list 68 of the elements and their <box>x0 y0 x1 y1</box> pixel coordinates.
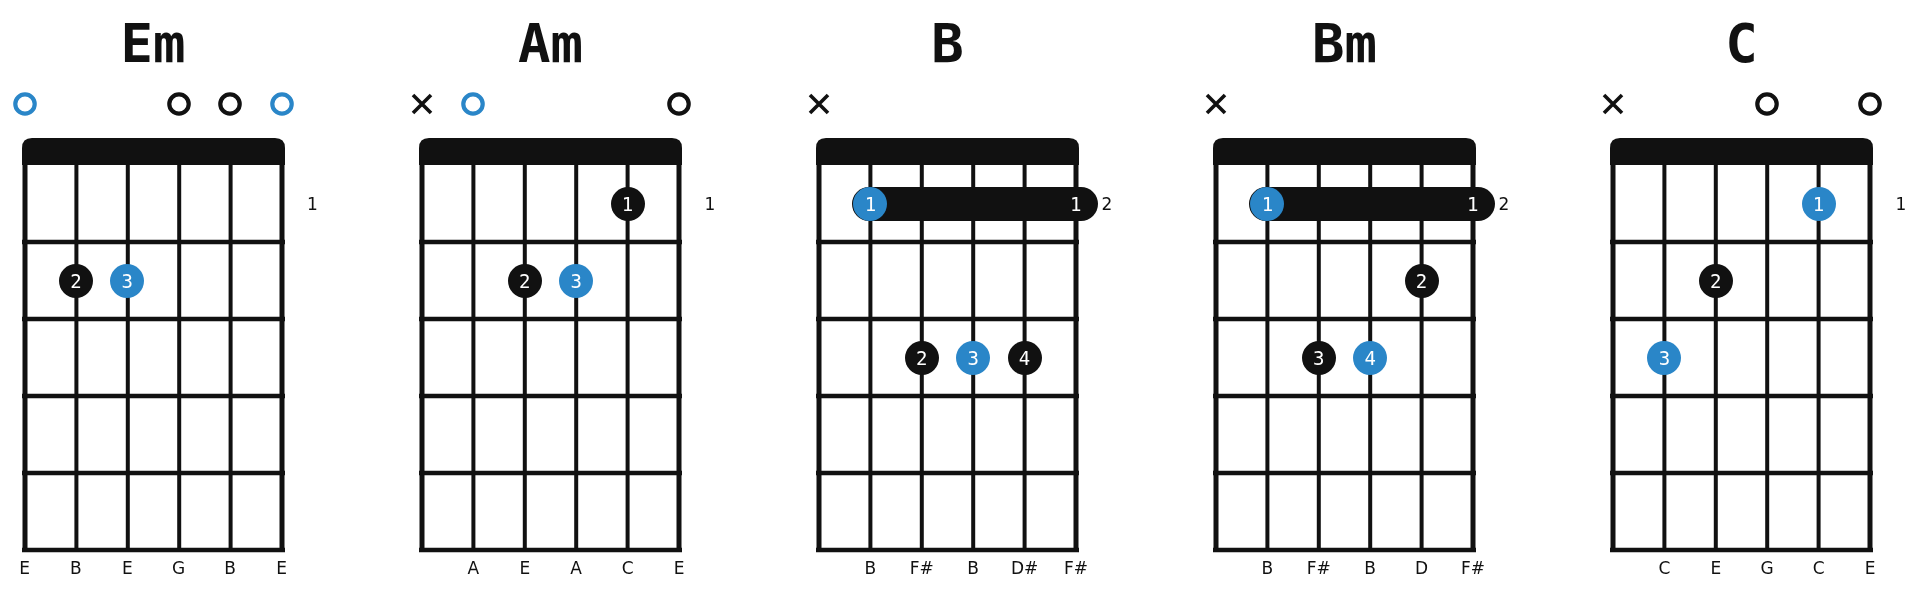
finger-dot: 1 <box>610 186 645 221</box>
string-note: F# <box>909 558 934 578</box>
finger-number: 1 <box>1070 191 1082 217</box>
chord-name: Am <box>518 11 583 75</box>
open-string-icon <box>1755 92 1780 116</box>
string-note: B <box>224 558 236 578</box>
string-note: F# <box>1306 558 1331 578</box>
open-string-icon <box>218 92 243 116</box>
string-note: C <box>1812 558 1825 578</box>
string-note: E <box>519 558 531 578</box>
string-note: E <box>19 558 30 578</box>
finger-dot: 3 <box>956 340 991 375</box>
finger-number: 1 <box>1467 191 1479 217</box>
muted-string-icon <box>807 92 831 116</box>
chord-name: C <box>1725 11 1758 75</box>
string-note: D# <box>1010 558 1039 578</box>
string-note: A <box>570 558 582 578</box>
open-string-icon <box>166 92 191 116</box>
fret-number: 1 <box>704 193 716 214</box>
open-string-icon <box>12 92 37 116</box>
string-note: B <box>1261 558 1274 578</box>
string-note: C <box>621 558 634 578</box>
string-note: E <box>1710 558 1722 578</box>
finger-dot: 1 <box>853 186 888 221</box>
string-note: B <box>967 558 979 578</box>
finger-dot: 3 <box>110 263 145 298</box>
string-note: E <box>276 558 287 578</box>
string-note: C <box>1658 558 1671 578</box>
string-note: B <box>1364 558 1376 578</box>
finger-dot: 4 <box>1007 340 1042 375</box>
finger-dot: 1 <box>1250 186 1285 221</box>
string-note: E <box>1864 558 1876 578</box>
finger-dot: 3 <box>559 263 594 298</box>
chord-name: B <box>931 11 964 75</box>
finger-dot: 3 <box>1301 340 1336 375</box>
open-string-icon <box>269 92 294 116</box>
string-note: E <box>673 558 685 578</box>
finger-dot: 2 <box>58 263 93 298</box>
string-note: G <box>1760 558 1774 578</box>
string-note: A <box>467 558 480 578</box>
string-note: G <box>172 558 186 578</box>
fret-number: 2 <box>1101 193 1113 214</box>
string-note: E <box>121 558 133 578</box>
open-string-icon <box>1858 92 1882 116</box>
open-string-icon <box>461 92 486 116</box>
muted-string-icon <box>1204 92 1228 116</box>
open-string-icon <box>667 92 691 116</box>
fret-number: 2 <box>1498 193 1510 214</box>
finger-dot: 2 <box>1404 263 1439 298</box>
string-note: B <box>864 558 877 578</box>
finger-dot: 1 <box>1801 186 1836 221</box>
string-note: F# <box>1064 558 1088 578</box>
finger-dot: 2 <box>904 340 939 375</box>
string-note: D <box>1415 558 1429 578</box>
finger-dot: 2 <box>1698 263 1733 298</box>
string-note: B <box>70 558 82 578</box>
chord-name: Em <box>120 11 186 75</box>
barre-bar <box>852 186 1098 221</box>
finger-dot: 3 <box>1647 340 1682 375</box>
barre-bar <box>1249 186 1495 221</box>
fret-number: 1 <box>1895 193 1907 214</box>
string-note: F# <box>1461 558 1485 578</box>
fret-number: 1 <box>307 193 318 214</box>
chord-name: Bm <box>1312 11 1377 75</box>
muted-string-icon <box>410 92 434 116</box>
muted-string-icon <box>1601 92 1625 116</box>
finger-dot: 4 <box>1353 340 1388 375</box>
finger-dot: 2 <box>507 263 542 298</box>
